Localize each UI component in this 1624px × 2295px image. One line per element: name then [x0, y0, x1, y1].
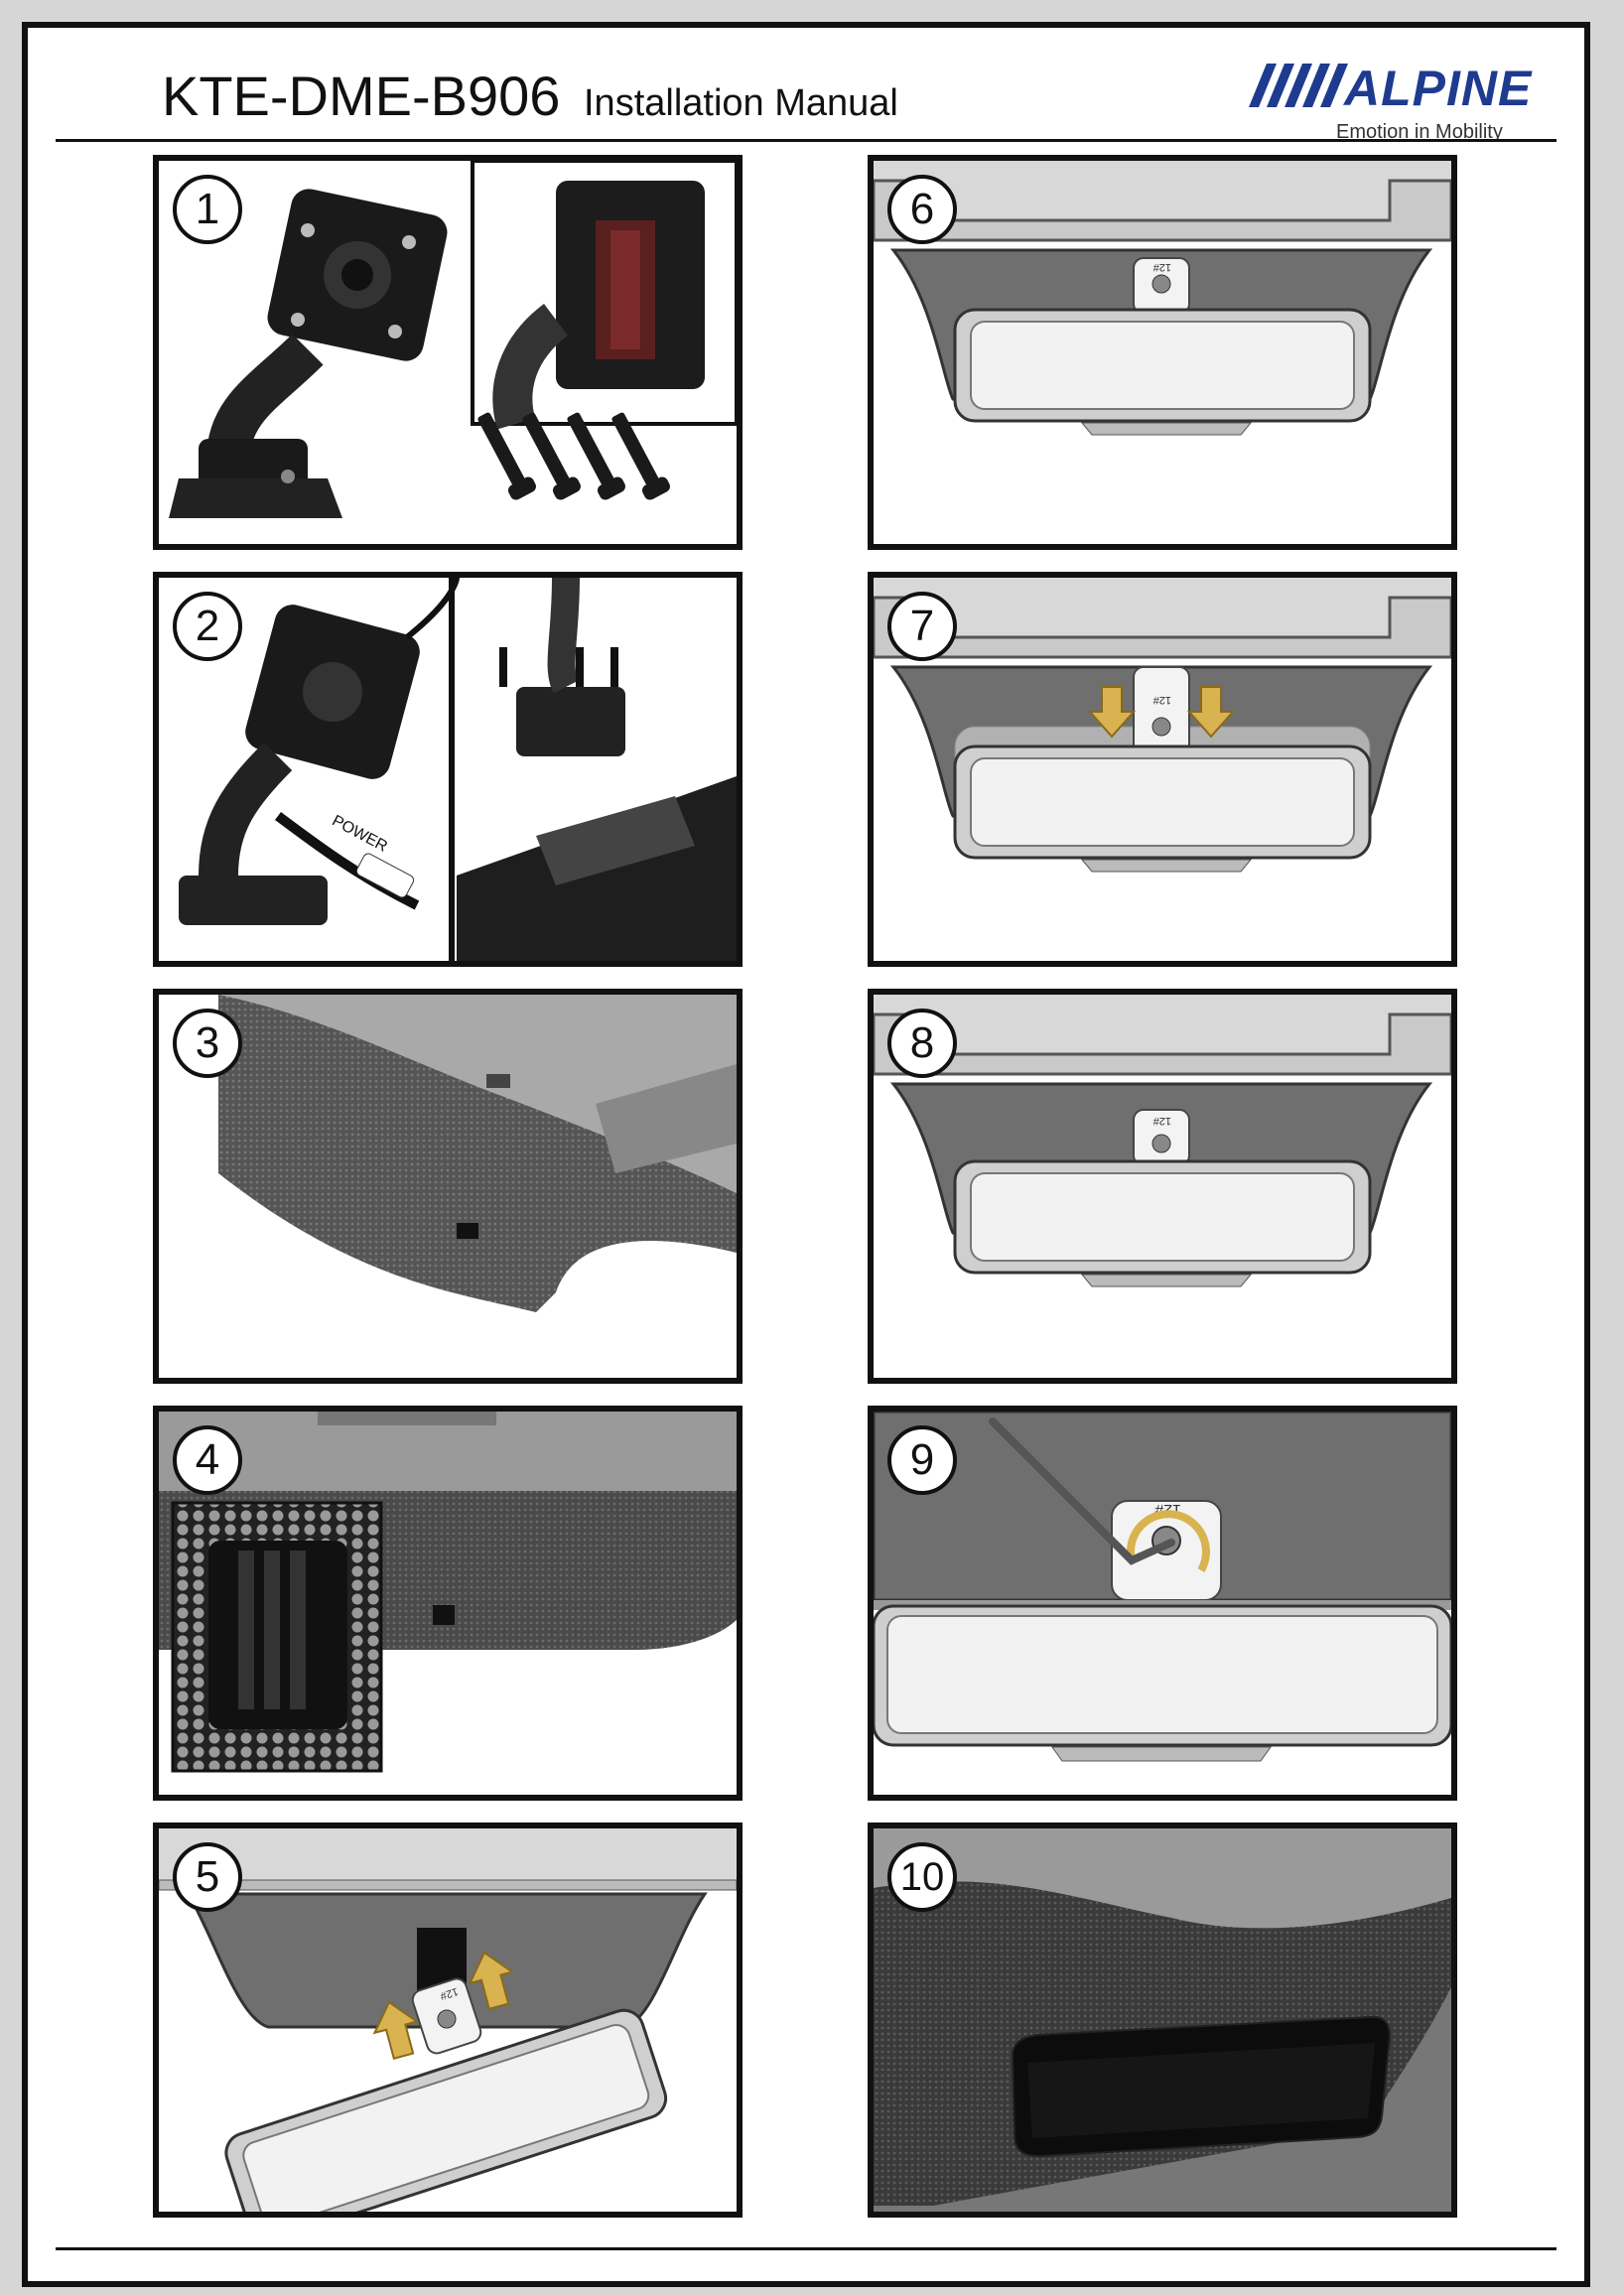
step-4-number: 4 — [173, 1425, 242, 1495]
rearview-mirror-icon — [953, 744, 1372, 873]
rearview-mirror-icon — [953, 308, 1372, 436]
step-7-number: 7 — [887, 592, 957, 661]
down-arrow-right-icon — [1186, 686, 1236, 739]
screws-icon — [477, 412, 670, 500]
step-1-illustration — [169, 161, 737, 518]
step-4-panel: 4 — [153, 1406, 743, 1801]
step-3-number: 3 — [173, 1009, 242, 1078]
power-cable-label: POWER — [330, 812, 390, 855]
rearview-mirror-icon — [953, 1159, 1372, 1287]
screw-size-label: 12# — [1152, 694, 1171, 706]
screw-size-label: 12# — [1152, 261, 1171, 273]
up-arrow-left-icon — [372, 2000, 420, 2060]
brand-tagline: Emotion in Mobility — [1336, 121, 1503, 143]
down-arrow-left-icon — [1087, 686, 1137, 739]
mount-closeup-icon — [492, 181, 705, 430]
step-6-number: 6 — [887, 175, 957, 244]
header-rule — [56, 139, 1556, 142]
step-1-panel: 1 — [153, 155, 743, 550]
step-6-panel: 6 12# — [868, 155, 1457, 550]
mirror-body-icon — [457, 578, 737, 961]
step-1-number: 1 — [173, 175, 242, 244]
mirror-mount-icon — [169, 189, 448, 518]
mount-slot-icon — [457, 1223, 478, 1239]
brand-logo: ALPINE Emotion in Mobility — [1249, 60, 1547, 149]
screw-size-label: 12# — [438, 1985, 460, 2002]
step-10-panel: 10 — [868, 1822, 1457, 2218]
mount-with-cable-icon — [179, 578, 460, 925]
step-8-number: 8 — [887, 1009, 957, 1078]
mount-slot-icon — [433, 1605, 455, 1625]
hex-key-icon — [989, 1418, 1175, 1565]
footer-rule — [56, 2247, 1556, 2250]
logo-slashes-icon — [1249, 64, 1348, 107]
up-arrow-right-icon — [468, 1951, 515, 2010]
rearview-mirror-icon — [874, 1604, 1451, 1762]
installed-mirror-icon — [1011, 2015, 1392, 2158]
rotate-arrow-icon — [1126, 1510, 1210, 1572]
screw-size-label: 12# — [1152, 1115, 1171, 1127]
step-5-number: 5 — [173, 1842, 242, 1912]
rearview-mirror-icon — [224, 2008, 668, 2212]
step-7-panel: 7 12# — [868, 572, 1457, 967]
step-8-panel: 8 12# — [868, 989, 1457, 1384]
mount-bracket-icon — [1133, 666, 1190, 757]
document-subtitle: Installation Manual — [584, 82, 898, 124]
step-5-panel: 5 12# — [153, 1822, 743, 2218]
model-number: KTE-DME-B906 — [162, 65, 561, 127]
manual-page: KTE-DME-B906 Installation Manual ALPINE … — [22, 22, 1590, 2287]
windshield-frit-icon — [218, 995, 737, 1312]
step-2-number: 2 — [173, 592, 242, 661]
brand-name: ALPINE — [1344, 61, 1533, 116]
slot-closeup-icon — [171, 1501, 383, 1773]
step-3-panel: 3 — [153, 989, 743, 1384]
step-9-number: 9 — [887, 1425, 957, 1495]
mount-bracket-icon — [1133, 1109, 1190, 1166]
step-2-panel: 2 POWER — [153, 572, 743, 967]
mount-bracket-icon — [411, 1977, 482, 2055]
step-10-number: 10 — [887, 1842, 957, 1912]
page-title: KTE-DME-B906 Installation Manual — [162, 64, 898, 128]
step-9-panel: 9 12# — [868, 1406, 1457, 1801]
